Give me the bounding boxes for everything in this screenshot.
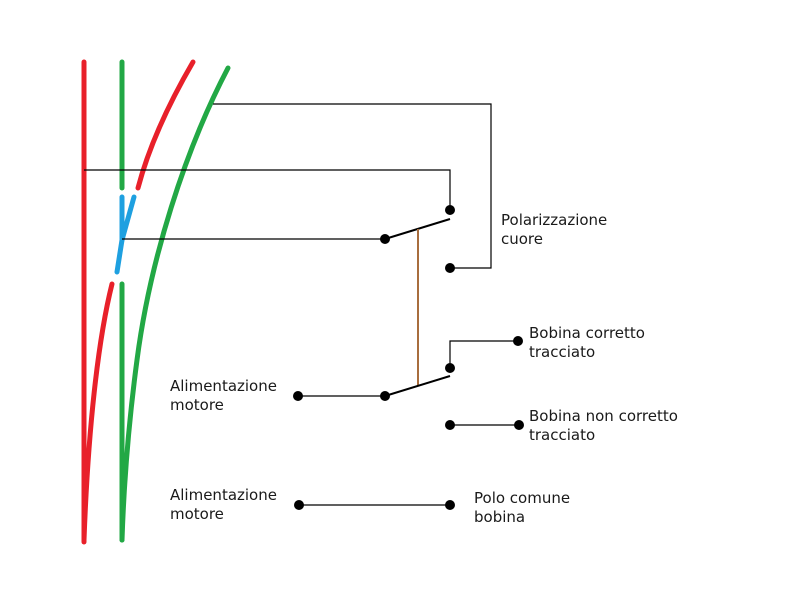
turnout-rails (81, 59, 231, 545)
terminal-lower-common (380, 391, 390, 401)
label-common-pole: Polo comune bobina (474, 489, 575, 526)
label-frog-polarization-line2: cuore (501, 230, 543, 248)
label-motor-power-a-line1: Alimentazione (170, 377, 277, 395)
frog-point-rail (119, 194, 137, 243)
terminal-lower-contact-a (445, 363, 455, 373)
terminal-upper-common (380, 234, 390, 244)
terminal-motor-power-b (294, 500, 304, 510)
label-motor-power-b-line1: Alimentazione (170, 486, 277, 504)
wiring (84, 103, 519, 506)
wire-diverging-rail-to-switch (213, 103, 492, 269)
label-coil-incorrect: Bobina non corretto tracciato (529, 407, 683, 444)
wire-to-coil-correct (449, 340, 518, 368)
diverging-red-rail-upper (135, 59, 196, 191)
label-common-pole-line2: bobina (474, 508, 525, 526)
terminal-motor-power-a (293, 391, 303, 401)
label-motor-power-a: Alimentazione motore (170, 377, 282, 414)
terminals (293, 205, 524, 510)
labels: Polarizzazione cuore Bobina corretto tra… (170, 211, 683, 526)
terminal-common-pole (445, 500, 455, 510)
label-common-pole-line1: Polo comune (474, 489, 570, 507)
terminal-coil-incorrect (514, 420, 524, 430)
label-coil-correct: Bobina corretto tracciato (529, 324, 650, 361)
label-coil-correct-line2: tracciato (529, 343, 595, 361)
label-coil-correct-line1: Bobina corretto (529, 324, 645, 342)
diverging-green-rail (119, 65, 231, 543)
terminal-lower-contact-b (445, 420, 455, 430)
label-coil-incorrect-line2: tracciato (529, 426, 595, 444)
label-motor-power-b-line2: motore (170, 505, 224, 523)
terminal-upper-contact-b (445, 263, 455, 273)
lower-switch-lever (384, 375, 451, 397)
terminal-coil-correct (513, 336, 523, 346)
label-frog-polarization-line1: Polarizzazione (501, 211, 607, 229)
label-motor-power-a-line2: motore (170, 396, 224, 414)
label-motor-power-b: Alimentazione motore (170, 486, 282, 523)
terminal-upper-contact-a (445, 205, 455, 215)
label-frog-polarization: Polarizzazione cuore (501, 211, 612, 248)
label-coil-incorrect-line1: Bobina non corretto (529, 407, 678, 425)
diverging-red-rail-lower (81, 281, 115, 543)
wire-red-rail-to-switch (84, 169, 451, 210)
